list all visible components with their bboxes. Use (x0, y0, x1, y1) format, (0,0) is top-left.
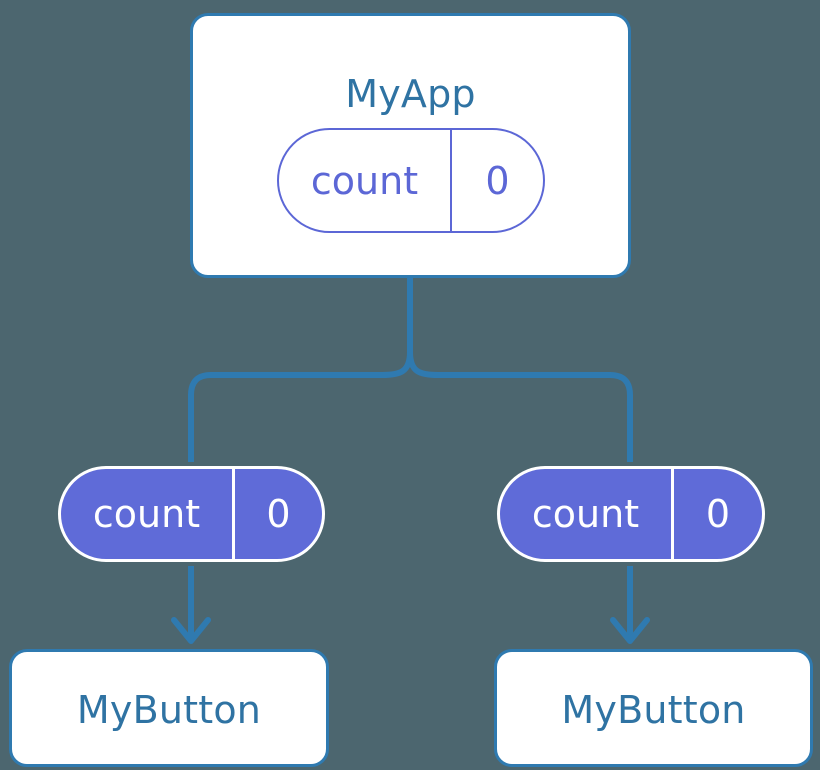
component-box-mybutton-left[interactable]: MyButton (9, 649, 329, 767)
state-pill-value: 0 (485, 158, 510, 203)
branch-line-right (407, 351, 633, 462)
component-title-mybutton: MyButton (76, 688, 262, 732)
prop-pill-key: count (500, 469, 674, 559)
prop-pill-key: count (61, 469, 235, 559)
prop-pill-value: 0 (705, 492, 731, 536)
branch-line-left (188, 351, 413, 462)
component-box-mybutton-right[interactable]: MyButton (494, 649, 813, 767)
prop-pill-left[interactable]: count 0 (58, 466, 325, 562)
arrow-head-right (610, 617, 650, 644)
state-pill-myapp[interactable]: count 0 (277, 128, 545, 233)
component-title-myapp: MyApp (345, 72, 476, 116)
prop-pill-right[interactable]: count 0 (497, 466, 765, 562)
prop-pill-value: 0 (266, 492, 291, 536)
state-pill-key: count (279, 130, 452, 231)
arrow-head-left (171, 617, 211, 644)
component-title-mybutton: MyButton (561, 688, 746, 732)
